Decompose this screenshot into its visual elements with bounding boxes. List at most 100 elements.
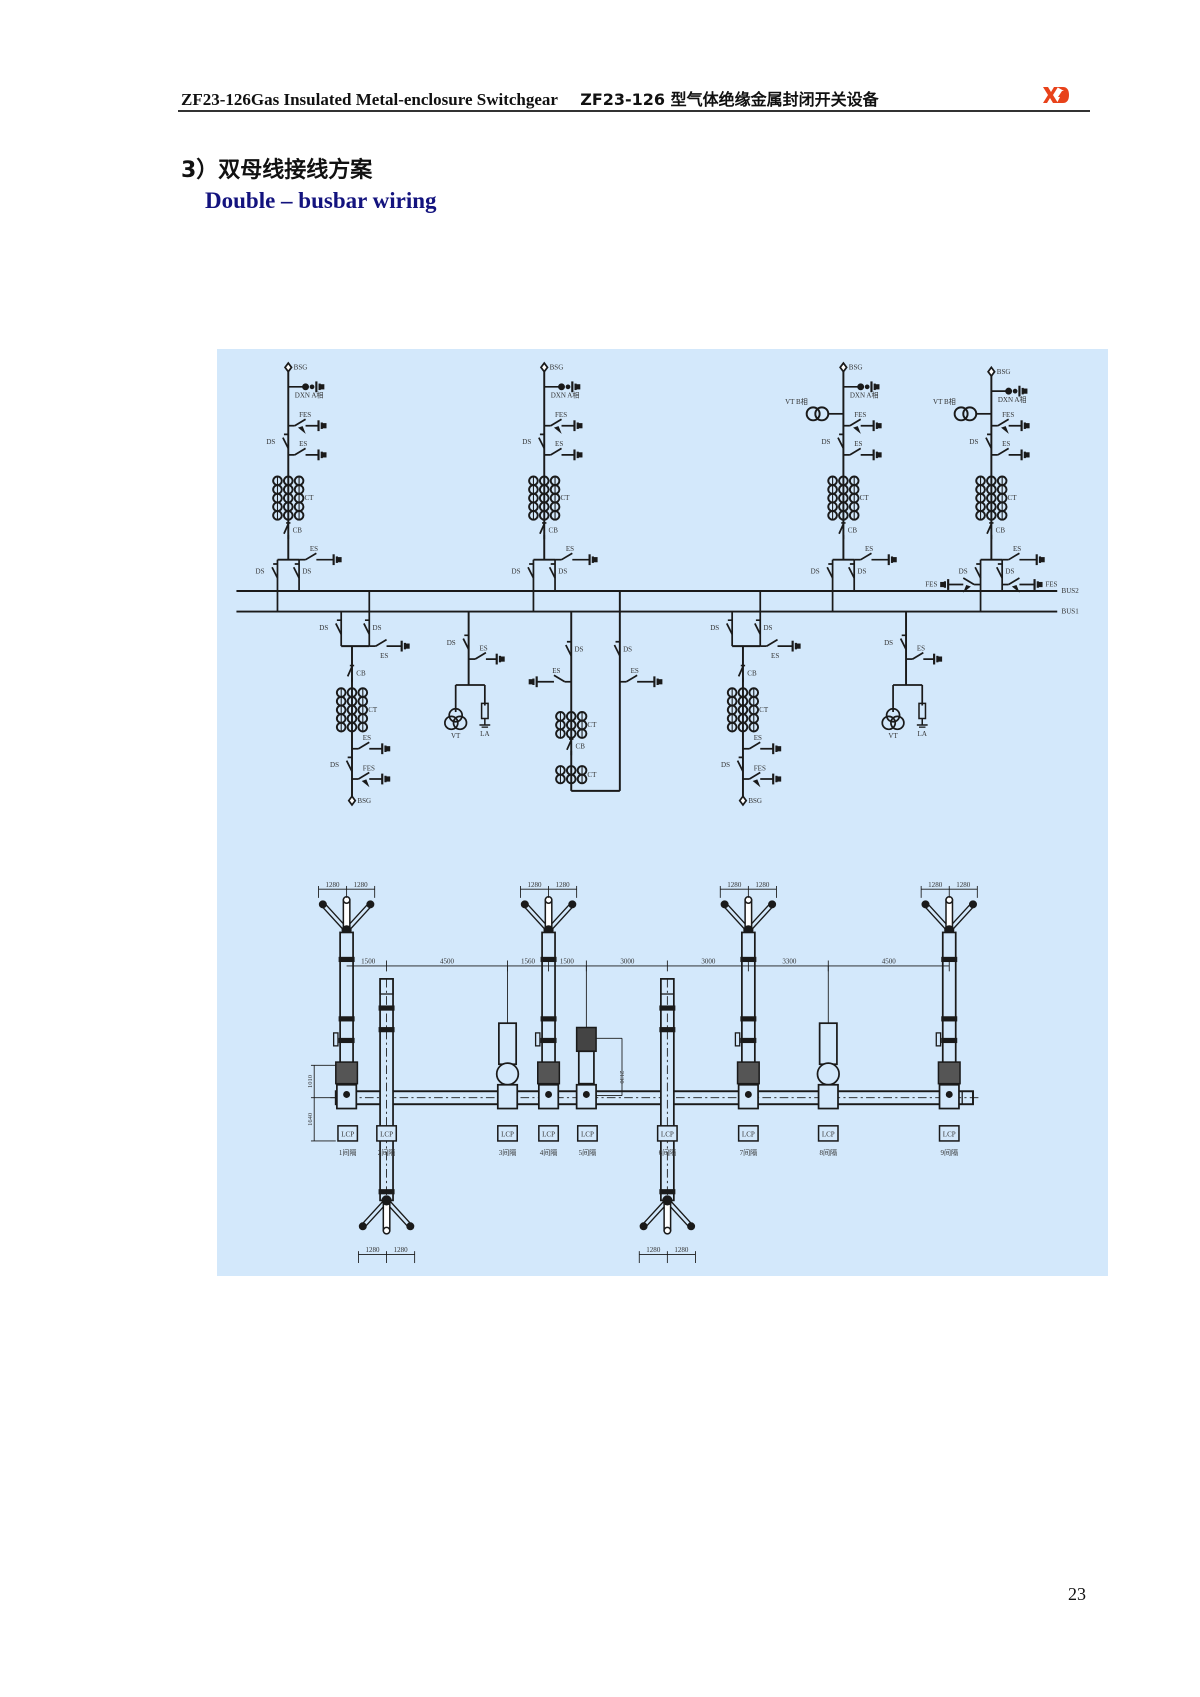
bushing-label: BSG [294, 364, 308, 372]
earthing-switch-symbol [766, 638, 793, 647]
earthing-switch-symbol [997, 447, 1022, 456]
bushing-terminal-symbol [283, 361, 293, 374]
company-logo [1043, 87, 1069, 103]
earthing-switch-symbol [849, 418, 874, 427]
operating-mechanism [537, 1061, 561, 1085]
dxn-label: DXN A相 [295, 391, 324, 400]
bay-label: 4间隔 [540, 1148, 558, 1157]
disconnector-label: DS [959, 568, 968, 576]
surge-arrester-symbol [480, 702, 489, 720]
disconnector-switch-symbol [271, 563, 279, 579]
earthing-switch-symbol [550, 418, 575, 427]
earthing-switch-symbol [849, 447, 874, 456]
earthing-switch-label: ES [865, 545, 873, 553]
ground-terminal [658, 679, 663, 685]
voltage-transformer-coil [452, 715, 468, 731]
spacing-dimension: 3000 [620, 958, 635, 966]
side-box [534, 1032, 541, 1047]
bushing-top [318, 900, 327, 909]
current-transformer-label: CT [587, 721, 597, 729]
disconnector-label: DS [721, 761, 730, 769]
earthing-switch-label: FES [1002, 411, 1014, 419]
disconnector-label: DS [558, 568, 567, 576]
ground-terminal [1038, 581, 1043, 588]
ground-terminal [1025, 423, 1030, 429]
disconnector-switch-symbol [345, 756, 353, 772]
earthing-switch-symbol [294, 418, 319, 427]
ground-terminal [892, 557, 897, 563]
ground-terminal [940, 581, 945, 588]
earthing-switch-symbol [561, 552, 590, 561]
earthing-switch-symbol [625, 674, 655, 683]
tube-flange [740, 1016, 757, 1022]
tube-flange [941, 1037, 958, 1044]
disconnector-switch-symbol [527, 563, 535, 579]
bushing-dimension: 1280 [727, 881, 742, 889]
ground-terminal [337, 557, 342, 563]
bay-label: 6间隔 [659, 1148, 677, 1157]
dxn-symbol [1012, 388, 1018, 394]
bay-label: 2间隔 [378, 1148, 396, 1157]
ground-terminal [796, 643, 801, 649]
ground-terminal [322, 423, 327, 429]
bushing-dimension: 1280 [646, 1246, 661, 1254]
circuit-breaker-symbol [346, 664, 355, 682]
dxn-symbol [309, 384, 315, 390]
voltage-transformer-coil [805, 406, 821, 422]
earthing-switch-symbol [375, 638, 402, 647]
operating-mechanism [736, 1061, 760, 1085]
height-dimension: 1640 [307, 1113, 314, 1126]
earthing-switch-symbol [358, 741, 383, 750]
ground-terminal [777, 746, 782, 752]
disconnector-switch-symbol [985, 433, 993, 449]
ground-terminal [322, 452, 327, 458]
spacing-dimension: 4500 [882, 958, 897, 966]
fast-earthing-arrow [853, 426, 861, 434]
module-height-dimension: 2130 [618, 1071, 625, 1084]
bus1-label: BUS1 [1062, 608, 1080, 616]
disconnector-label: DS [373, 624, 382, 632]
circuit-breaker-symbol [986, 522, 994, 540]
lcp-label: LCP [581, 1131, 594, 1139]
ground-terminal [877, 423, 882, 429]
circuit-breaker-label: CB [848, 527, 858, 535]
tube-flange [540, 1037, 557, 1044]
disconnector-switch-symbol [548, 563, 556, 579]
earthing-switch-symbol [748, 771, 774, 780]
lcp-cabinet [938, 1125, 960, 1142]
bushing-label: BSG [357, 797, 371, 805]
circuit-breaker-symbol [566, 738, 574, 756]
circuit-breaker-symbol [838, 522, 846, 540]
spacing-dimension: 4500 [440, 958, 455, 966]
fast-earthing-arrow [752, 779, 761, 788]
bushing-dimension: 1280 [556, 881, 571, 889]
bay-base-dot [945, 1091, 953, 1098]
fast-earthing-arrow [1001, 426, 1009, 434]
circuit-breaker-label: CB [293, 527, 303, 535]
side-box [734, 1032, 741, 1047]
ground-terminal [578, 423, 583, 429]
current-transformer-label: CT [368, 706, 378, 714]
ground-terminal [1025, 452, 1030, 458]
earthing-switch-symbol [948, 577, 975, 586]
lcp-label: LCP [822, 1131, 835, 1139]
lcp-cabinet [538, 1125, 560, 1142]
voltage-transformer-coil [890, 715, 905, 731]
lcp-cabinet [497, 1125, 518, 1142]
vt-module [818, 1022, 838, 1066]
bay-label: 1间隔 [339, 1148, 357, 1157]
vt-base [496, 1083, 519, 1110]
bushing-top [639, 1222, 648, 1231]
disconnector-switch-symbol [613, 640, 621, 657]
lcp-label: LCP [542, 1131, 555, 1139]
disconnector-switch-symbol [826, 563, 834, 579]
vt-label: VT B相 [933, 397, 956, 406]
bushing-top [358, 1222, 367, 1231]
bushing-terminal-symbol [738, 794, 748, 807]
bay-label: 9间隔 [940, 1148, 958, 1157]
disconnector-switch-symbol [837, 433, 845, 449]
bushing-top [921, 900, 930, 909]
bushing-dimension: 1280 [354, 881, 369, 889]
earthing-switch-label: ES [552, 667, 560, 675]
